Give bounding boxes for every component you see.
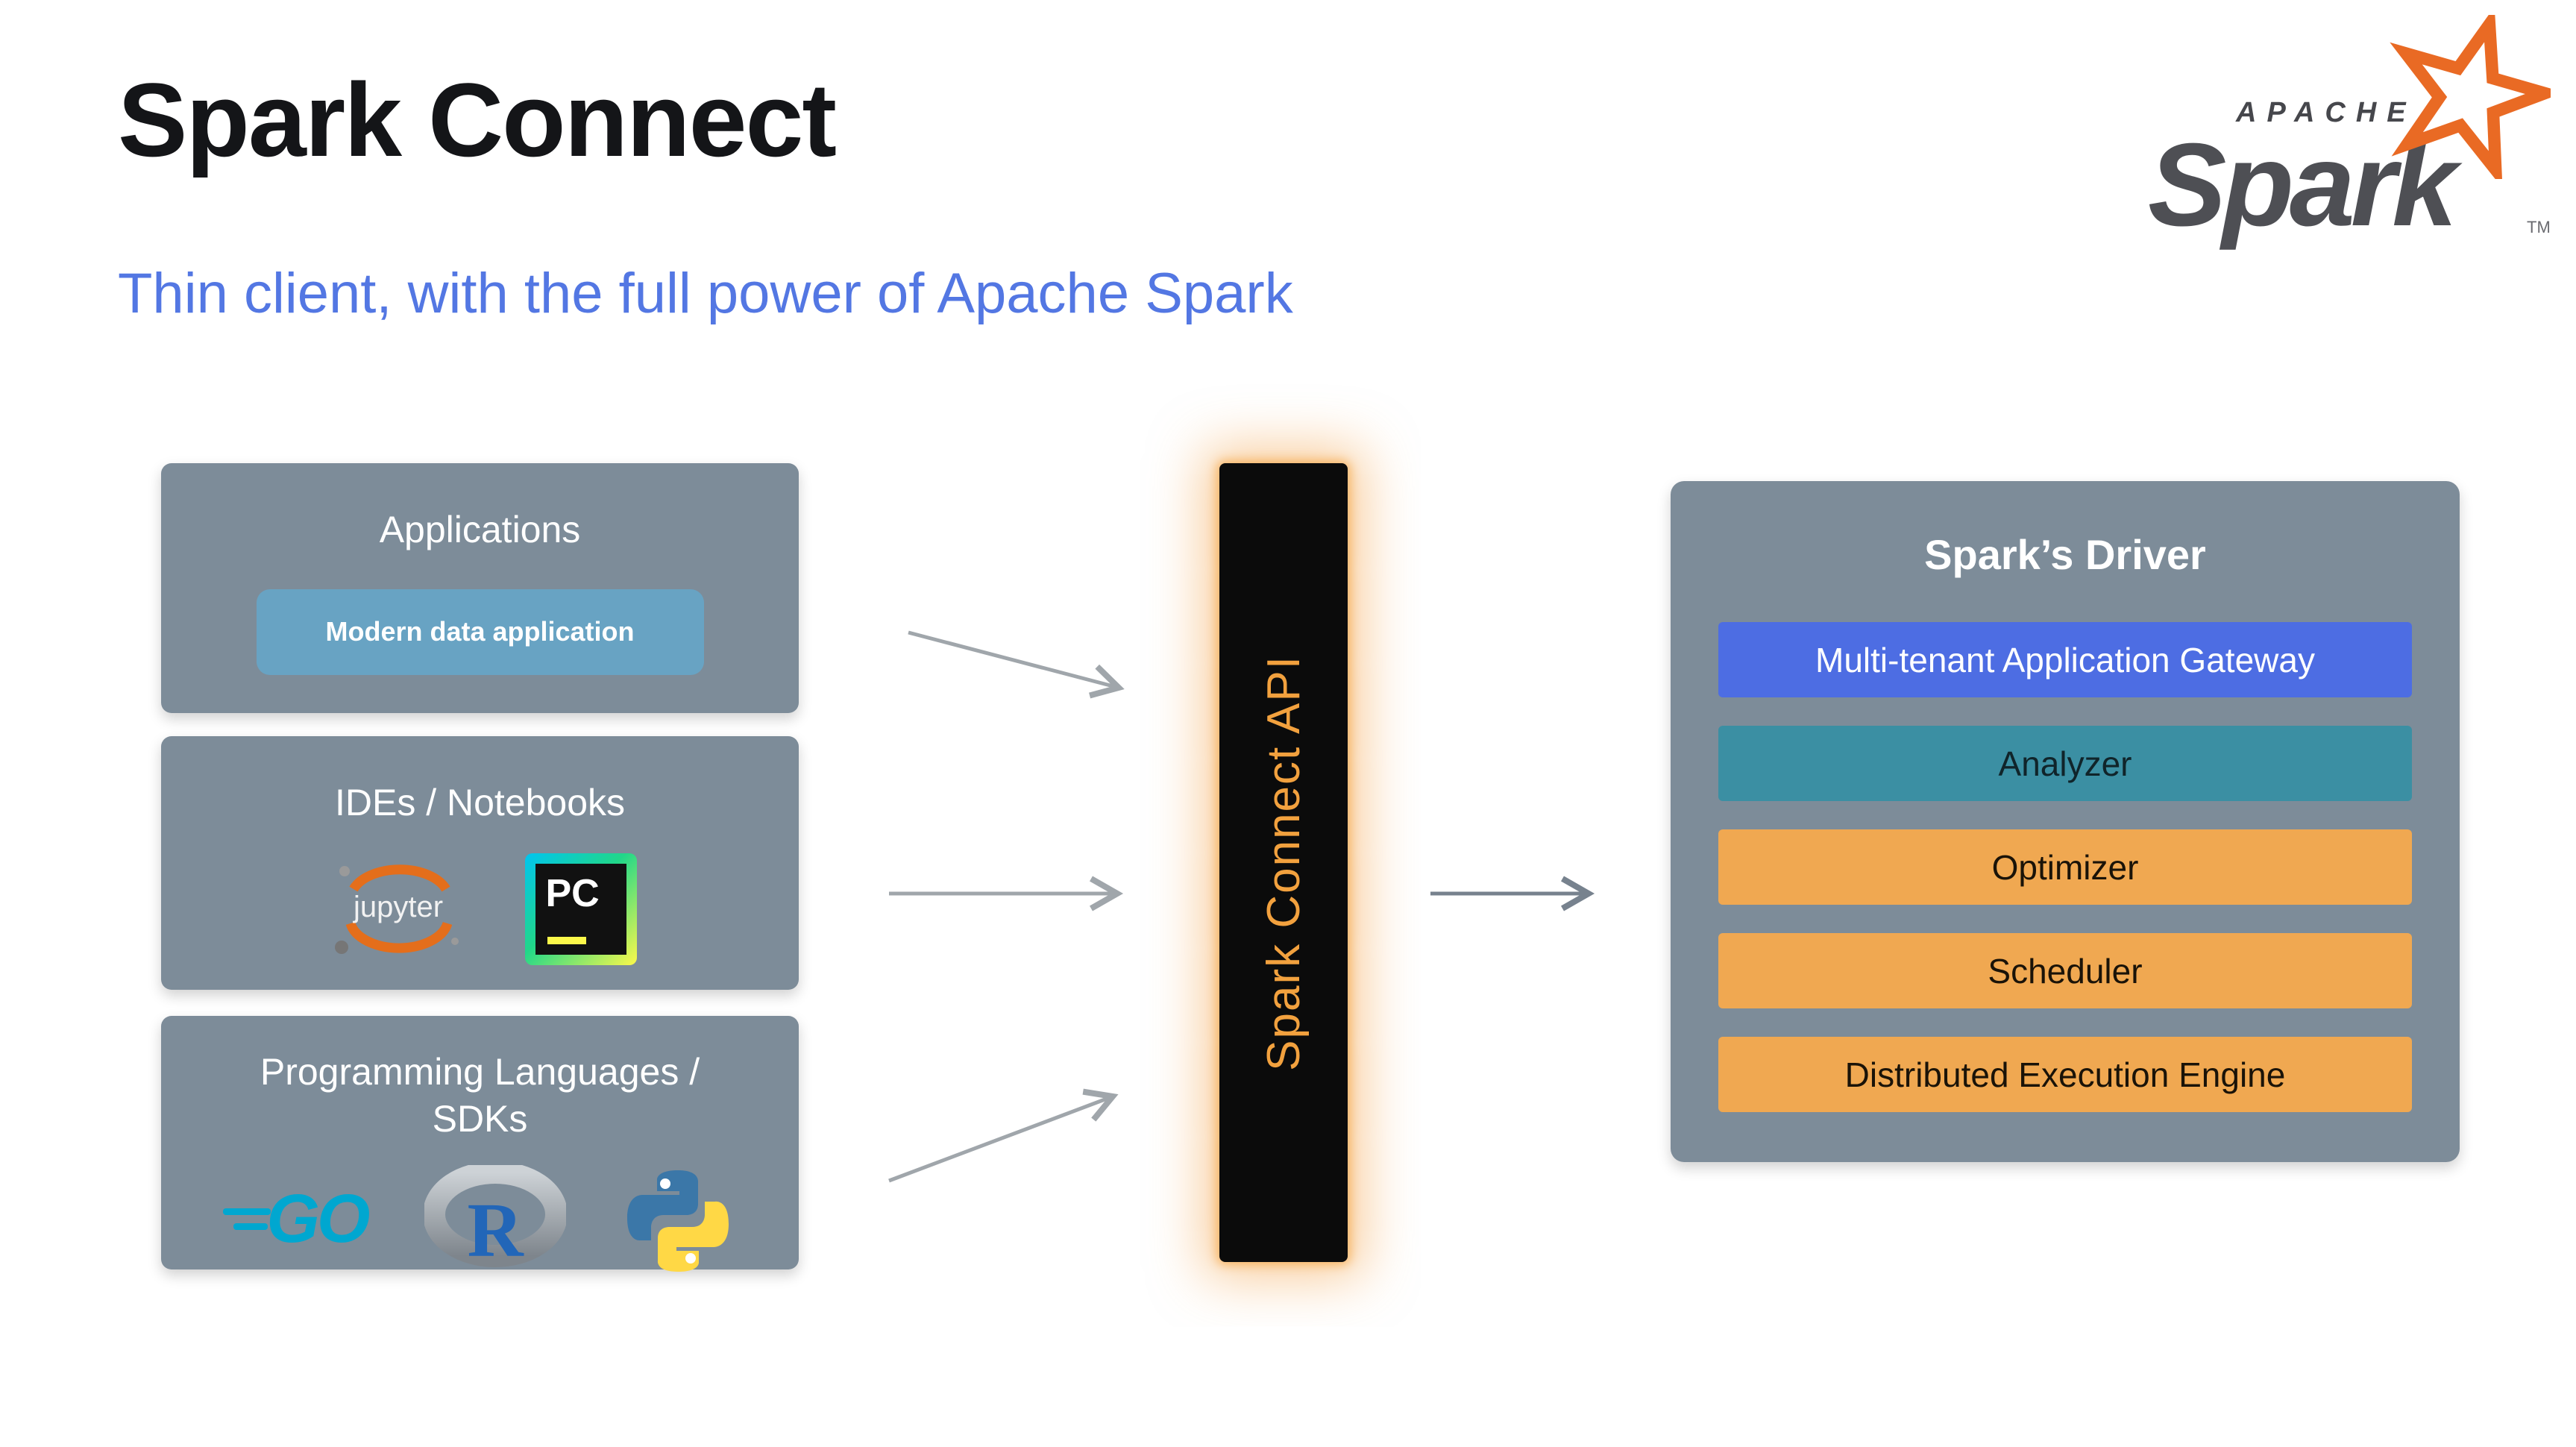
- spark-driver-box: Spark’s Driver Multi-tenant Application …: [1671, 481, 2460, 1162]
- bar-analyzer: Analyzer: [1718, 726, 2412, 801]
- pycharm-logo-underscore: [547, 936, 586, 944]
- r-logo: R: [424, 1165, 566, 1277]
- arrow-applications-to-api: [908, 630, 1125, 699]
- modern-data-application-chip: Modern data application: [256, 588, 704, 675]
- svg-text:jupyter: jupyter: [352, 891, 442, 923]
- r-logo-text: R: [467, 1187, 524, 1273]
- apache-spark-logo: APACHE Spark TM: [2148, 7, 2565, 251]
- go-speed-line: [222, 1208, 271, 1215]
- python-logo: [618, 1161, 738, 1281]
- language-logo-row: GO R: [222, 1161, 738, 1281]
- ides-notebooks-box: IDEs / Notebooks jupyter PC: [161, 736, 799, 990]
- applications-box-title: Applications: [379, 509, 581, 550]
- trademark-label: TM: [2527, 218, 2551, 236]
- programming-languages-box: Programming Languages / SDKs GO R: [161, 1016, 799, 1273]
- spark-driver-title: Spark’s Driver: [1924, 531, 2206, 578]
- spark-connect-api-label: Spark Connect API: [1257, 654, 1310, 1071]
- bar-multi-tenant-application-gateway: Multi-tenant Application Gateway: [1718, 622, 2412, 697]
- spark-star-icon: [2387, 7, 2565, 189]
- driver-bars: Multi-tenant Application Gateway Analyze…: [1671, 622, 2460, 1112]
- bar-scheduler: Scheduler: [1718, 933, 2412, 1008]
- ides-notebooks-box-title: IDEs / Notebooks: [334, 782, 626, 823]
- jupyter-logo: jupyter: [324, 846, 473, 973]
- apache-wordmark: APACHE: [2236, 97, 2416, 128]
- go-speed-line: [233, 1223, 268, 1230]
- go-logo: GO: [222, 1180, 372, 1262]
- go-logo-text: GO: [266, 1181, 370, 1257]
- arrow-languages-to-api: [888, 1088, 1119, 1183]
- spark-connect-api-pillar: Spark Connect API: [1219, 463, 1348, 1262]
- page-subtitle: Thin client, with the full power of Apac…: [118, 262, 1293, 325]
- pycharm-logo: PC: [524, 853, 637, 965]
- programming-languages-box-title: Programming Languages / SDKs: [260, 1051, 700, 1140]
- bar-optimizer: Optimizer: [1718, 829, 2412, 905]
- pycharm-logo-text: PC: [545, 871, 600, 915]
- pycharm-logo-inner: PC: [535, 863, 626, 955]
- bar-distributed-execution-engine: Distributed Execution Engine: [1718, 1037, 2412, 1112]
- applications-box: Applications Modern data application: [161, 463, 799, 713]
- page-title: Spark Connect: [118, 61, 837, 178]
- ide-logo-row: jupyter PC: [324, 846, 637, 973]
